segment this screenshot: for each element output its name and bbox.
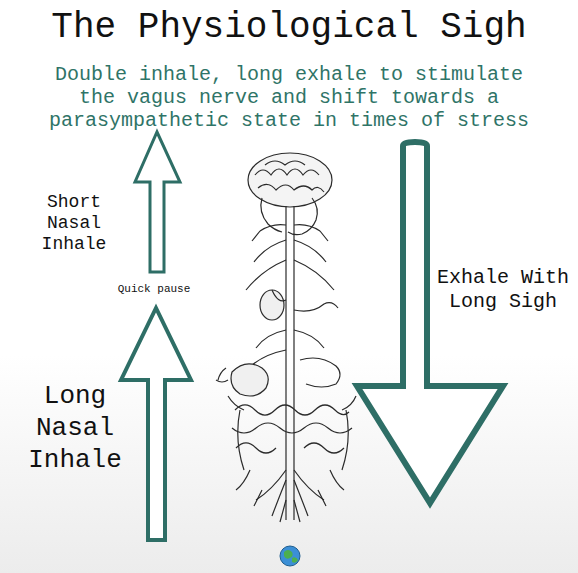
spinal-cord xyxy=(285,206,286,520)
subtitle: Double inhale, long exhale to stimulate … xyxy=(39,63,539,132)
step-label: Exhale With Long Sigh xyxy=(434,266,572,314)
intestine xyxy=(235,405,349,415)
liver xyxy=(300,358,340,387)
globe-logo xyxy=(280,546,300,566)
skull-outline xyxy=(261,198,282,232)
nerve-branch xyxy=(228,396,356,410)
up-arrow xyxy=(135,132,180,272)
face-outline xyxy=(288,198,317,235)
pause-label: Quick pause xyxy=(112,283,196,296)
nerve-branch xyxy=(272,290,338,311)
intestine xyxy=(232,423,352,433)
nerve-branch xyxy=(246,240,334,290)
nerve-branch xyxy=(216,368,228,382)
brain-fold xyxy=(265,161,305,165)
nerve-roots xyxy=(236,470,344,506)
step-label: Long Nasal Inhale xyxy=(20,380,130,476)
nerve-roots xyxy=(256,470,324,522)
heart xyxy=(260,290,284,320)
nervous-system-drawing xyxy=(216,153,356,522)
stomach xyxy=(231,364,268,396)
globe-land xyxy=(284,550,298,563)
spinal-cord xyxy=(293,206,294,520)
down-arrow xyxy=(357,142,503,503)
step-label: Short Nasal Inhale xyxy=(34,192,114,255)
intestine xyxy=(238,410,349,470)
intestine xyxy=(236,443,344,453)
brain-fold xyxy=(258,184,324,192)
title: The Physiological Sigh xyxy=(14,6,564,50)
brain-fold xyxy=(255,169,319,175)
up-arrow xyxy=(121,308,191,540)
nerve-branch xyxy=(252,225,328,241)
brain xyxy=(248,153,332,207)
